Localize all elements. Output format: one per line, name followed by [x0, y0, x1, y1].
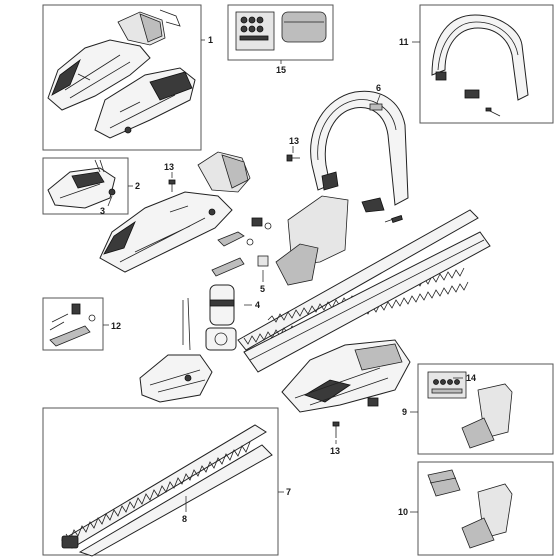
- callout-9: 9: [402, 407, 407, 417]
- callout-10: 10: [398, 507, 408, 517]
- callout-2: 2: [135, 181, 140, 191]
- front-handle-part: [310, 90, 409, 223]
- switch-assembly-box: [42, 157, 129, 215]
- callout-6: 6: [376, 83, 381, 93]
- motor-assembly-part: [139, 284, 237, 403]
- callout-11: 11: [399, 37, 409, 47]
- callout-12: 12: [111, 321, 121, 331]
- label-kit-box: [227, 4, 334, 61]
- front-guard-box-10: [417, 461, 554, 556]
- trigger-parts-box: [42, 297, 104, 351]
- callout-8: 8: [182, 514, 187, 524]
- callout-13-left: 13: [164, 162, 174, 172]
- screw-part-left: [168, 179, 176, 192]
- callout-4: 4: [255, 300, 260, 310]
- blade-and-rear-guard-part: [237, 195, 491, 373]
- switch-small-parts: [211, 217, 272, 277]
- front-handle-box: [419, 4, 554, 124]
- rear-housing-part: [281, 339, 411, 413]
- callout-3: 3: [100, 206, 105, 216]
- screw-part-bottom: [332, 421, 340, 438]
- main-housing-left-part: [99, 151, 251, 273]
- blade-assembly-box: [42, 407, 279, 557]
- front-guard-box-9: [417, 363, 554, 455]
- screw-part-upper: [286, 154, 300, 162]
- callout-1: 1: [208, 35, 213, 45]
- callout-15: 15: [276, 65, 286, 75]
- callout-14: 14: [466, 373, 476, 383]
- callout-13-top: 13: [289, 136, 299, 146]
- callout-5: 5: [260, 284, 265, 294]
- housing-kit-box: [42, 4, 202, 151]
- callout-13-bottom: 13: [330, 446, 340, 456]
- callout-7: 7: [286, 487, 291, 497]
